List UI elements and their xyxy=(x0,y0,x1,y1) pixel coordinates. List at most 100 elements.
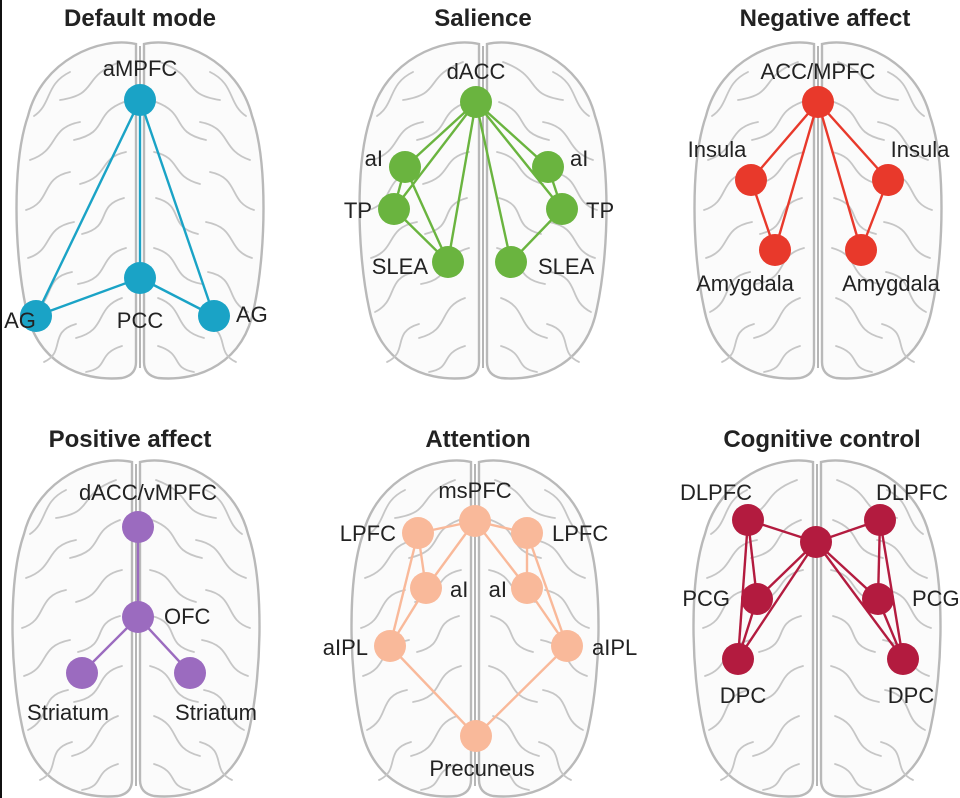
node-cognitive-control-center xyxy=(800,526,832,558)
edge-lpfc-left-aipl-left xyxy=(388,532,420,647)
panel-title-negative-affect: Negative affect xyxy=(740,5,911,32)
edge-lpfc-right-aipl-right xyxy=(525,532,569,647)
node-cognitive-control-dpc-right xyxy=(887,643,919,675)
edge-accmpfc-amygdala-left xyxy=(773,101,820,251)
node-attention-lpfc-right xyxy=(511,517,543,549)
panel-title-cognitive-control: Cognitive control xyxy=(723,426,920,453)
node-label-default-mode-ag-right: AG xyxy=(236,302,268,327)
node-salience-slea-right xyxy=(495,246,527,278)
node-negative-affect-insula-left xyxy=(735,164,767,196)
left-border-rule xyxy=(0,0,2,798)
node-salience-slea-left xyxy=(432,246,464,278)
edge-ai-left-slea-left xyxy=(403,166,450,263)
node-cognitive-control-pcg-left xyxy=(741,583,773,615)
node-salience-ai-right xyxy=(532,151,564,183)
node-attention-ai-left xyxy=(410,572,442,604)
node-cognitive-control-dlpfc-right xyxy=(864,504,896,536)
node-salience-tp-left xyxy=(378,193,410,225)
node-label-positive-affect-striatum-right: Striatum xyxy=(175,700,257,725)
edge-accmpfc-insula-left xyxy=(750,101,819,181)
edge-dacc-ai-right xyxy=(475,101,549,168)
node-attention-aipl-right xyxy=(551,630,583,662)
edge-aipl-right-precuneus xyxy=(475,645,568,737)
node-default-mode-ag-right xyxy=(198,300,230,332)
node-label-salience-slea-left: SLEA xyxy=(372,254,429,279)
node-cognitive-control-dlpfc-left xyxy=(732,504,764,536)
edge-center-dpc-left xyxy=(737,541,817,660)
edge-pcc-ag-left xyxy=(35,276,141,318)
node-negative-affect-amygdala-left xyxy=(759,234,791,266)
node-label-negative-affect-accmpfc: ACC/MPFC xyxy=(761,59,876,84)
node-label-cognitive-control-dlpfc-left: DLPFC xyxy=(680,480,752,505)
panel-positive-affect: Positive affect dACC/vMPFC OFC Striatum Stri… xyxy=(11,426,261,798)
node-label-cognitive-control-pcg-right: PCG xyxy=(912,586,960,611)
node-label-cognitive-control-dlpfc-right: DLPFC xyxy=(876,480,948,505)
node-label-attention-ai-left: aI xyxy=(450,577,468,602)
node-cognitive-control-pcg-right xyxy=(862,583,894,615)
node-label-attention-lpfc-left: LPFC xyxy=(340,521,396,546)
node-attention-mspfc xyxy=(459,505,491,537)
node-positive-affect-ofc xyxy=(122,601,154,633)
node-label-salience-ai-left: aI xyxy=(365,146,383,171)
node-label-attention-precuneus: Precuneus xyxy=(429,756,534,781)
node-label-attention-ai-right: aI xyxy=(489,577,507,602)
node-label-negative-affect-insula-left: Insula xyxy=(688,137,747,162)
edge-dacc-slea-right xyxy=(474,101,513,263)
node-label-attention-lpfc-right: LPFC xyxy=(552,521,608,546)
panel-default-mode: Default mode aMPFC PCC AG AG xyxy=(4,5,268,380)
node-label-salience-ai-right: aI xyxy=(570,146,588,171)
node-positive-affect-striatum-left xyxy=(66,657,98,689)
edge-dacc-ai-left xyxy=(404,101,477,168)
node-default-mode-ag-left xyxy=(20,300,52,332)
panel-title-default-mode: Default mode xyxy=(64,5,216,32)
edge-dacc-tp-left xyxy=(393,101,477,210)
node-default-mode-ampfc xyxy=(124,84,156,116)
node-label-attention-aipl-right: aIPL xyxy=(592,635,637,660)
brain-outline-positive-affect xyxy=(11,459,261,798)
node-attention-aipl-left xyxy=(374,630,406,662)
edge-ampfc-ag-left xyxy=(34,99,142,317)
node-label-salience-tp-right: TP xyxy=(586,198,614,223)
node-label-salience-slea-right: SLEA xyxy=(538,254,595,279)
brain-outline-attention xyxy=(350,459,600,798)
node-label-positive-affect-ofc: OFC xyxy=(164,604,211,629)
node-attention-ai-right xyxy=(511,572,543,604)
node-salience-tp-right xyxy=(546,193,578,225)
node-attention-precuneus xyxy=(460,720,492,752)
node-label-negative-affect-amygdala-left: Amygdala xyxy=(696,271,795,296)
node-label-cognitive-control-dpc-left: DPC xyxy=(720,683,767,708)
node-default-mode-pcc xyxy=(124,262,156,294)
node-negative-affect-accmpfc xyxy=(802,86,834,118)
node-label-positive-affect-striatum-left: Striatum xyxy=(27,700,109,725)
brain-outline-negative-affect xyxy=(693,41,943,380)
node-negative-affect-amygdala-right xyxy=(845,234,877,266)
edges-default-mode xyxy=(34,99,216,318)
edge-dacc-tp-right xyxy=(475,101,563,210)
node-positive-affect-daccvmpfc xyxy=(122,511,154,543)
edge-aipl-left-precuneus xyxy=(389,645,477,737)
edge-accmpfc-insula-right xyxy=(817,101,889,181)
edge-ampfc-ag-right xyxy=(138,99,216,317)
node-attention-lpfc-left xyxy=(402,517,434,549)
node-label-cognitive-control-pcg-left: PCG xyxy=(682,586,730,611)
node-label-default-mode-pcc: PCC xyxy=(117,308,164,333)
node-label-attention-aipl-left: aIPL xyxy=(323,635,368,660)
node-salience-dacc xyxy=(460,86,492,118)
node-label-default-mode-ag-left: AG xyxy=(4,308,36,333)
panel-title-positive-affect: Positive affect xyxy=(49,426,212,453)
edge-center-dpc-right xyxy=(815,541,904,660)
edge-accmpfc-amygdala-right xyxy=(816,101,863,251)
node-label-positive-affect-daccvmpfc: dACC/vMPFC xyxy=(79,480,217,505)
brain-outline-cognitive-control xyxy=(692,459,942,798)
node-cognitive-control-dpc-left xyxy=(722,643,754,675)
node-label-default-mode-ampfc: aMPFC xyxy=(103,56,178,81)
node-negative-affect-insula-right xyxy=(872,164,904,196)
node-label-cognitive-control-dpc-right: DPC xyxy=(888,683,935,708)
node-label-salience-tp-left: TP xyxy=(344,198,372,223)
panel-title-salience: Salience xyxy=(434,5,531,32)
edge-dacc-slea-left xyxy=(446,101,478,263)
